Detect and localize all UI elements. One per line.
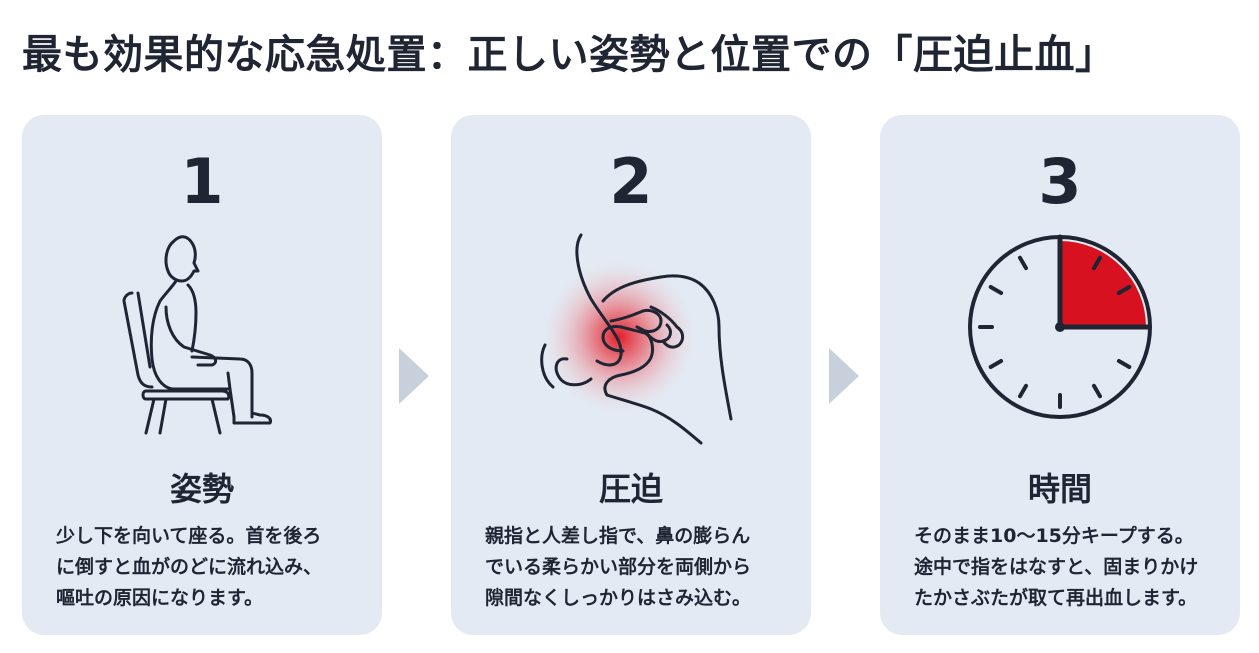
step-label: 圧迫 (598, 470, 663, 508)
clock-icon (968, 234, 1152, 419)
description-line: 親指と人差し指で、鼻の膨らん (485, 525, 751, 547)
step-number: 2 (609, 145, 653, 218)
description-line: たかさぶたが取て再出血します。 (914, 587, 1198, 609)
step-number: 1 (180, 145, 224, 218)
seated-person-icon (122, 235, 272, 435)
clock-tick (1092, 255, 1102, 271)
arrow-right-icon (829, 348, 859, 404)
step-label: 時間 (1027, 470, 1092, 508)
description-line: 嘔吐の原因になります。 (56, 587, 264, 609)
description-line: に倒すと血がのどに流れ込み、 (56, 556, 323, 578)
step-description: 少し下を向いて座る。首を後ろ に倒すと血がのどに流れ込み、 嘔吐の原因になります… (56, 521, 376, 614)
clock-tick (1018, 255, 1028, 271)
clock-tick (1018, 383, 1028, 399)
clock-tick (988, 359, 1004, 369)
clock-tick (988, 285, 1004, 295)
step-description: そのまま10〜15分キープする。 途中で指をはなすと、固まりかけ たかさぶたが取… (914, 521, 1234, 614)
description-line: でいる柔らかい部分を両側から (485, 556, 752, 578)
step-label: 姿勢 (169, 470, 234, 508)
step-number: 3 (1038, 145, 1082, 218)
step-description: 親指と人差し指で、鼻の膨らん でいる柔らかい部分を両側から 隙間なくしっかりはさ… (485, 521, 805, 614)
description-line: 隙間なくしっかりはさみ込む。 (485, 587, 752, 609)
step-card-1: 1 姿勢 少し下を向いて座る。首を後ろ (22, 115, 382, 635)
description-line: 途中で指をはなすと、固まりかけ (914, 556, 1199, 578)
page-title: 最も効果的な応急処置：正しい姿勢と位置での「圧迫止血」 (22, 32, 1116, 78)
arrow-right-icon (399, 348, 429, 404)
step-card-2: 2 (451, 115, 811, 635)
clock-tick (1116, 285, 1132, 295)
description-line: 少し下を向いて座る。首を後ろ (56, 525, 322, 547)
clock-tick (1116, 359, 1132, 369)
clock-tick (1092, 383, 1102, 399)
nose-pinch-icon (540, 233, 733, 445)
step-card-3: 3 時間 そのまま10〜15分キープする。 途中で指をはなすと、固まりかけ たか… (880, 115, 1240, 635)
description-line: そのまま10〜15分キープする。 (914, 525, 1194, 547)
